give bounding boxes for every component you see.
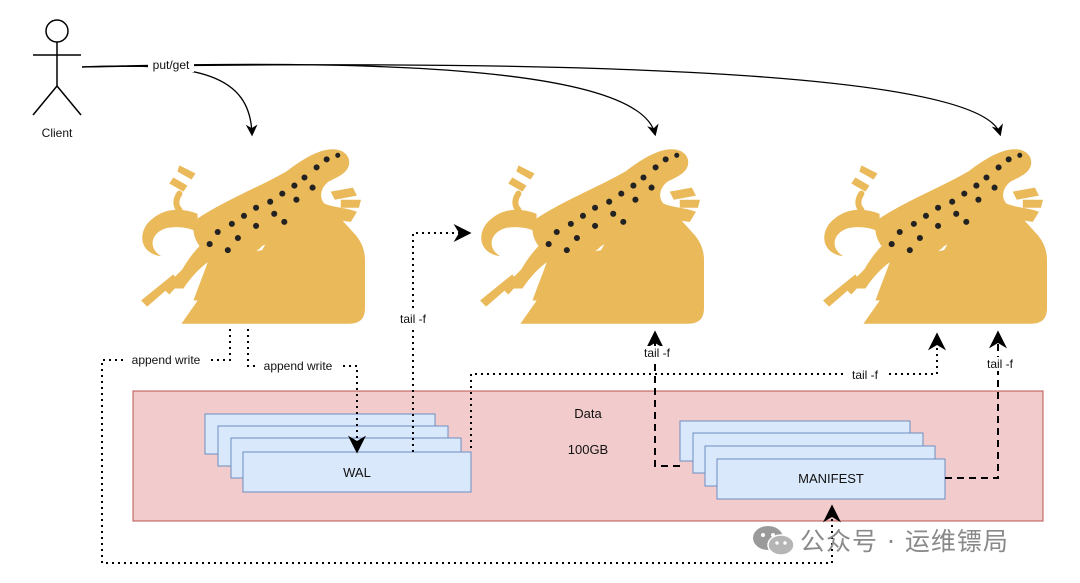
put-get-label: put/get: [153, 58, 190, 72]
put-get-arrow-node-1: [81, 65, 258, 137]
tail-f-label-data-right: tail -f: [852, 368, 879, 382]
tail-f-label-manifest-right: tail -f: [987, 357, 1014, 371]
tail-f-label-manifest-mid: tail -f: [644, 346, 671, 360]
leopard-icon: [141, 149, 365, 324]
append-write-label-1: append write: [132, 353, 201, 367]
manifest-file-stack: [679, 420, 946, 500]
leopard-icon: [823, 149, 1047, 324]
client-actor: [32, 19, 82, 116]
manifest-label: MANIFEST: [798, 471, 864, 486]
manifest-tail-node-3-arrow: [945, 330, 1007, 479]
data-region-title: Data: [574, 406, 602, 421]
put-get-arrow-node-3: [81, 64, 1003, 137]
data-region-size: 100GB: [568, 442, 608, 457]
client-left-leg: [32, 85, 58, 116]
wal-label: WAL: [343, 465, 371, 480]
wal-file: [242, 451, 472, 493]
client-label: Client: [42, 126, 73, 140]
manifest-tail-node-2-arrow: [646, 330, 680, 467]
wal-tail-node-3-arrow: [470, 332, 946, 448]
client-head: [45, 19, 69, 43]
client-right-leg: [56, 85, 82, 116]
append-write-label-2: append write: [264, 359, 333, 373]
put-get-arrow-node-2: [81, 63, 659, 137]
manifest-file: [716, 458, 946, 500]
wal-file-stack: [204, 413, 472, 493]
append-write-manifest-arrow: [101, 329, 841, 564]
watermark-text: 公众号 · 运维镖局: [800, 527, 1009, 556]
wal-tail-node-2-arrow: [412, 224, 472, 452]
tail-f-label-wal: tail -f: [400, 312, 427, 326]
wechat-icon: [753, 526, 795, 556]
leopard-icon: [480, 149, 704, 324]
